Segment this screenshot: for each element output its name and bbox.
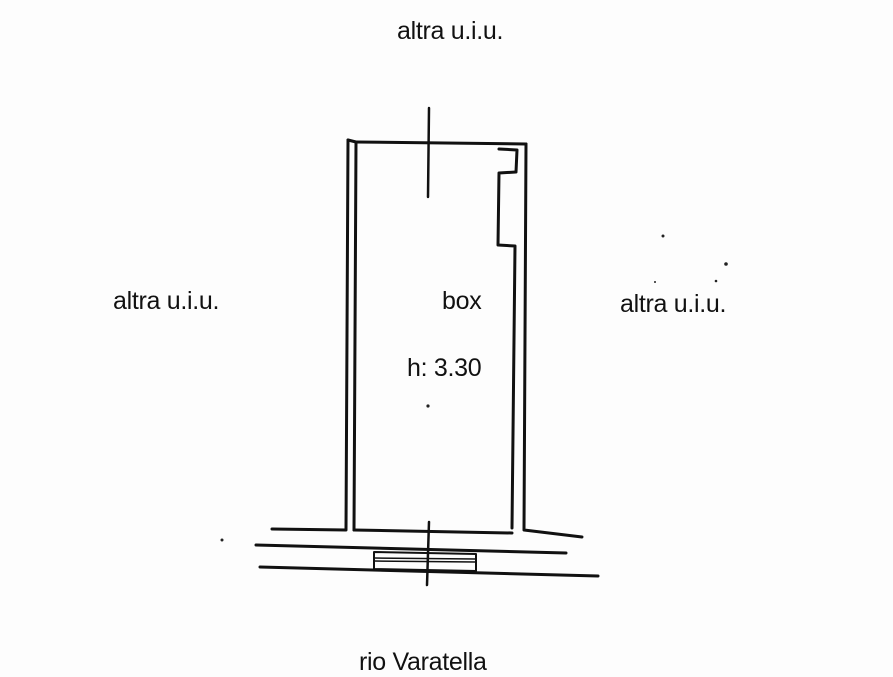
bridge [373,551,477,572]
wall-top [354,140,528,146]
wall-right-inner [496,147,519,530]
canal-line-top [254,543,568,555]
room-height: h: 3.30 [407,354,482,382]
section-line-bottom [425,520,431,587]
section-line-top [426,106,431,199]
wall-left-outer [270,138,350,532]
label-left-neighbor: altra u.i.u. [113,287,220,315]
room-name: box [442,287,482,315]
wall-right-outer [522,142,584,539]
wall-bottom-inner [352,528,514,535]
label-bottom-canal: rio Varatella [359,648,487,676]
canal-line-bottom [258,565,600,578]
label-right-neighbor: altra u.i.u. [620,290,727,318]
label-top-neighbor: altra u.i.u. [397,17,504,45]
wall-left-inner [352,140,358,532]
